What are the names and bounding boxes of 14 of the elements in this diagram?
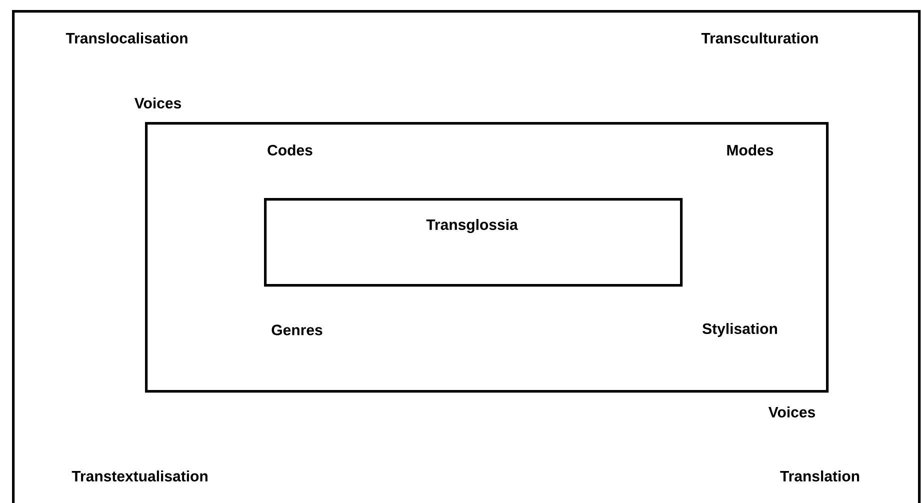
box-label: Stylisation	[702, 323, 777, 337]
box-label: Translocalisation	[66, 32, 188, 44]
middle-frame	[145, 122, 829, 393]
outer-frame	[12, 10, 921, 503]
box-label: Modes	[727, 144, 774, 156]
box-label: Genres	[272, 324, 322, 336]
box-label: Transtextualisation	[72, 470, 208, 482]
box-label: Voices	[768, 406, 815, 418]
box-label: Transculturation	[701, 32, 818, 44]
inner-box	[264, 198, 683, 287]
box-label: Codes	[268, 144, 312, 156]
box-label: Voices	[134, 98, 181, 108]
box-label: Translation	[780, 470, 860, 482]
box-label: Transglossia	[426, 218, 518, 234]
